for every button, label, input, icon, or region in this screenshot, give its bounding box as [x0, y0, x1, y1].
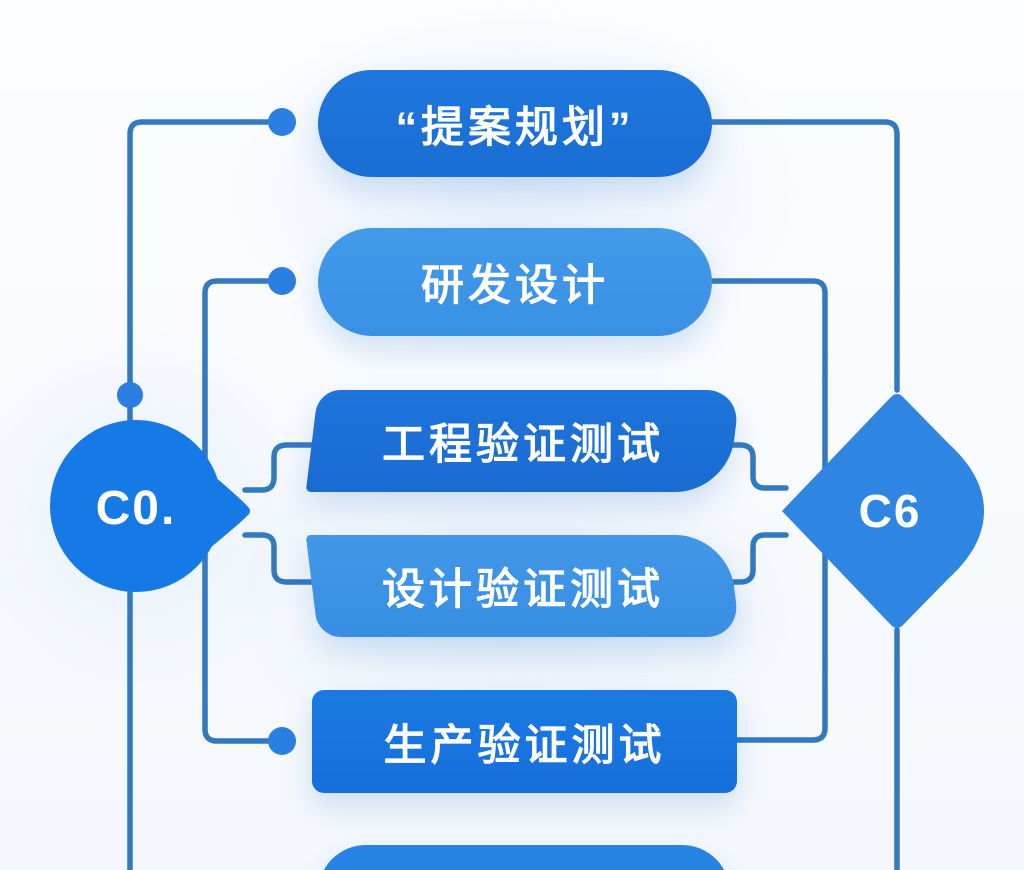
connector-dot-above-c0 [117, 382, 143, 408]
milestone-c6-label: C6 [858, 485, 922, 537]
node-engineering-validation-test: 工程验证测试 [305, 390, 741, 492]
bracket-right-top-hook [709, 442, 789, 491]
connector-dot-proposal [268, 108, 296, 136]
node-bottom-partial-pill [318, 845, 730, 870]
node-proposal-planning-label: “提案规划” [395, 103, 635, 152]
connector-proposal-left [127, 119, 285, 870]
bracket-left-top-hook [242, 442, 337, 493]
connector-dot-pvt [268, 727, 296, 755]
connector-dot-rd [268, 267, 296, 295]
bracket-right-bottom-hook [709, 532, 789, 585]
bracket-left-bottom-hook [242, 532, 337, 585]
node-production-validation-test: 生产验证测试 [312, 690, 737, 793]
node-rd-design-label: 研发设计 [421, 262, 609, 310]
node-design-validation-test: 设计验证测试 [305, 535, 741, 637]
milestone-c0-label: C0. [95, 481, 177, 535]
milestone-c6-diamond [782, 394, 984, 628]
node-engineering-validation-test-label: 工程验证测试 [382, 421, 664, 469]
milestone-c0-beak [178, 446, 250, 574]
node-design-validation-test-label: 设计验证测试 [382, 566, 664, 614]
node-rd-design: 研发设计 [318, 228, 712, 336]
node-proposal-planning: “提案规划” [318, 70, 712, 177]
node-production-validation-test-label: 生产验证测试 [383, 721, 666, 770]
connector-proposal-to-diamond-right [709, 119, 900, 393]
